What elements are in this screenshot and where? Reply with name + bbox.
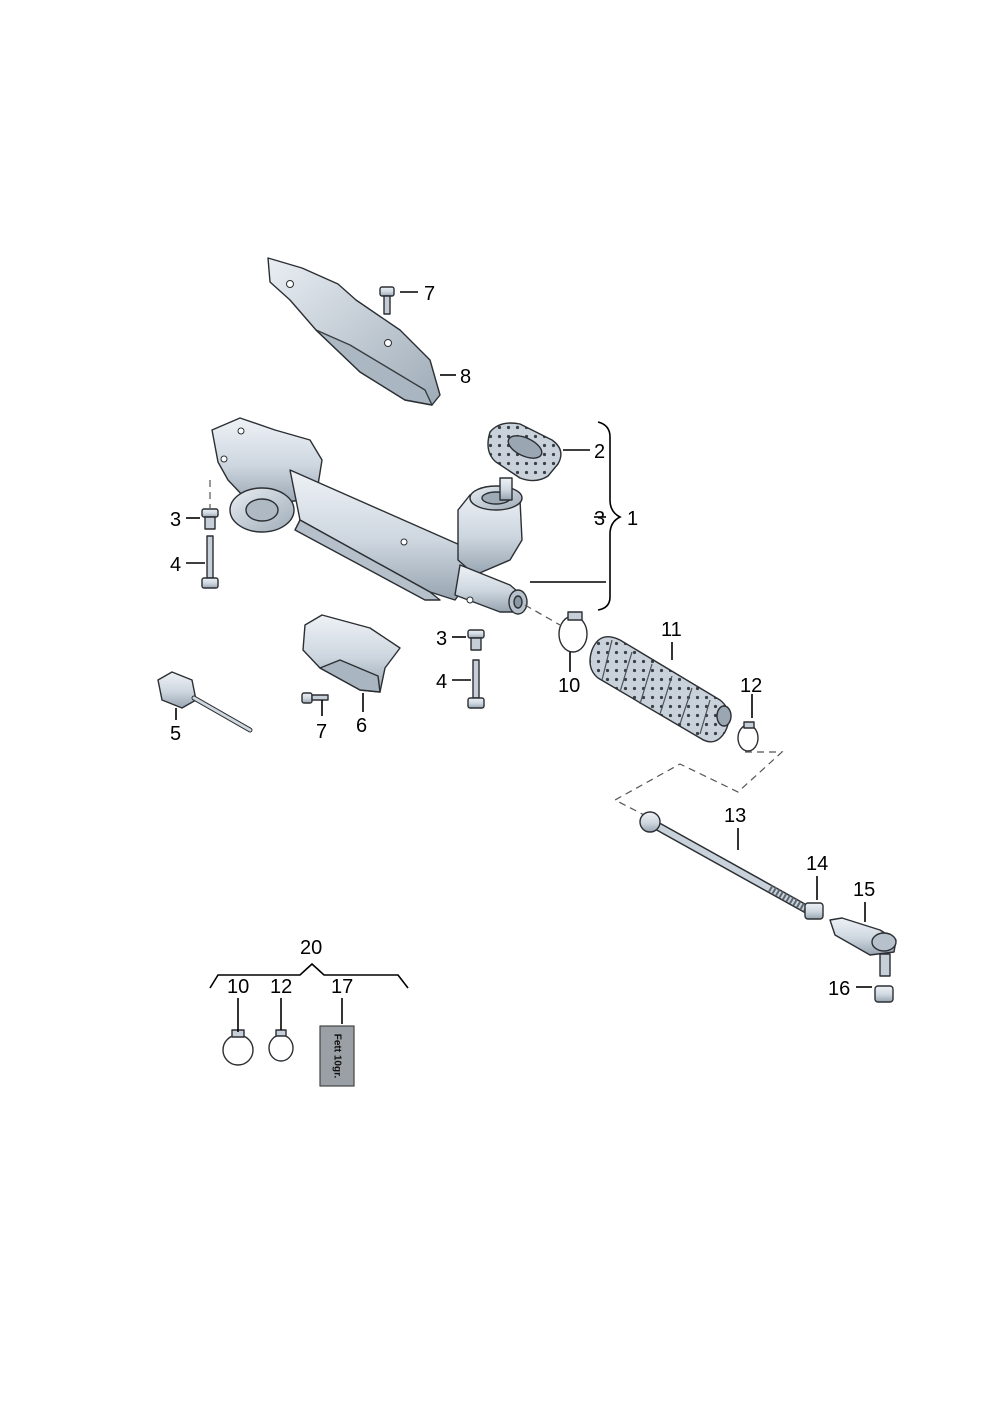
label-10: 10: [558, 675, 580, 697]
label-20: 20: [300, 937, 322, 959]
leader-lines: [175, 291, 872, 1032]
label-17: 17: [331, 976, 353, 998]
cover-part-6: [302, 614, 401, 693]
screw-part-7-top: [379, 286, 395, 315]
label-4-center: 4: [436, 671, 447, 693]
label-14: 14: [806, 853, 828, 875]
bolt-part-4-left: [201, 535, 219, 589]
label-3-left: 3: [170, 509, 181, 531]
label-1: 1: [627, 508, 638, 530]
bushing-part-2: [487, 422, 562, 482]
clamp-part-12-set: [268, 1029, 294, 1062]
label-4-left: 4: [170, 554, 181, 576]
grease-tube-part-17: Fett 10gr.: [319, 1025, 355, 1087]
clamp-part-12: [737, 721, 759, 752]
dashed-assembly-guide: [613, 751, 784, 819]
label-13: 13: [724, 805, 746, 827]
label-8: 8: [460, 366, 471, 388]
label-3-rack: 3: [594, 508, 605, 530]
clamp-part-10: [558, 611, 588, 653]
label-2: 2: [594, 441, 605, 463]
label-12: 12: [740, 675, 762, 697]
label-15: 15: [853, 879, 875, 901]
sensor-part-5: [157, 671, 253, 733]
label-12-set: 12: [270, 976, 292, 998]
clamp-part-10-set: [222, 1029, 254, 1066]
label-16: 16: [828, 978, 850, 1000]
grease-tube-text: Fett 10gr.: [331, 1034, 342, 1079]
label-11: 11: [661, 619, 682, 641]
label-5: 5: [170, 723, 181, 745]
part-labels: 7 8 2 3 1 3 4 3 4 5 7 6 10 11 12 13 14 1…: [170, 283, 875, 1000]
label-3-center: 3: [436, 628, 447, 650]
nut-part-14: [804, 902, 824, 920]
heat-shield-part-8: [267, 257, 441, 406]
label-10-set: 10: [227, 976, 249, 998]
tie-rod-end-part-15: [829, 917, 897, 977]
label-6: 6: [356, 715, 367, 737]
bellows-part-11: [589, 636, 732, 743]
dashed-guide-clamp: [524, 604, 561, 626]
bush-part-3-left: [201, 508, 219, 530]
label-7-top: 7: [424, 283, 435, 305]
screw-part-7-lower: [301, 692, 329, 704]
bolt-part-4-center: [467, 659, 485, 709]
tie-rod-part-13: [639, 811, 813, 915]
steering-gear-part-1: [211, 417, 528, 615]
label-7-lower: 7: [316, 721, 327, 743]
bush-part-3-center: [467, 629, 485, 651]
nut-part-16: [874, 985, 894, 1003]
